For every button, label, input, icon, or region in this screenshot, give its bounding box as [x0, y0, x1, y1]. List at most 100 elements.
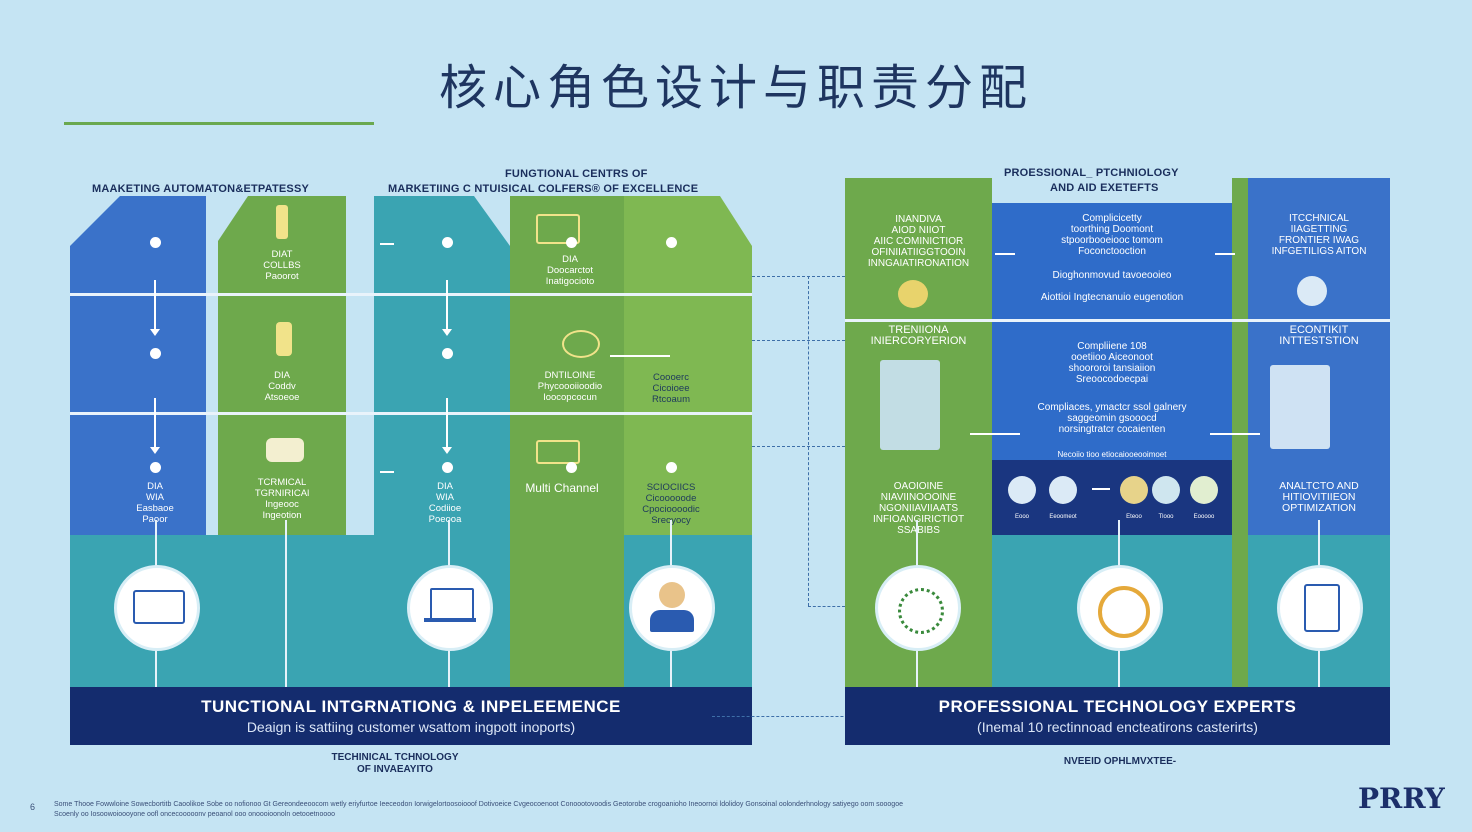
left-arrow-icon	[1215, 253, 1235, 255]
right-banner	[845, 687, 1390, 745]
down-arrow-icon	[150, 280, 160, 336]
handshake-icon	[266, 438, 304, 462]
right-c2-top-label-3: Aiottioi Ingtecnanuio eugenotion	[1040, 292, 1184, 303]
document-icon	[536, 214, 580, 244]
left-col-3	[374, 196, 510, 535]
page-number: 6	[30, 802, 36, 812]
node-dot	[150, 348, 161, 359]
right-c2-top-label: Complicicetty toorthing Doomont stpoorbo…	[1061, 213, 1163, 257]
left-col1-label-3: DIA WIA Easbaoe Paoor	[136, 481, 174, 525]
dashed-connector	[712, 716, 878, 717]
icon-caption: Eooooo	[1193, 514, 1215, 520]
right-arrow-icon	[1092, 488, 1110, 490]
left-row-line-2	[70, 412, 752, 415]
left-col-1	[70, 196, 206, 535]
right-arrow-icon	[380, 243, 394, 245]
right-c2-top-label-2: Dioghonmovud tavoeooieo	[1052, 270, 1172, 281]
left-row-line-1	[70, 293, 752, 296]
right-arrow-icon	[970, 433, 1020, 435]
left-col4-label-1: DIA Doocarctot Inatigocioto	[545, 254, 595, 287]
gauge-icon	[1049, 476, 1077, 504]
target-icon	[1190, 476, 1218, 504]
down-arrow-icon	[442, 280, 452, 336]
left-col-5	[624, 196, 752, 535]
left-col5-label-2: Coooerc Cicoioee Rtcoaum	[651, 372, 690, 405]
target-icon	[1077, 565, 1163, 651]
right-arrow-icon	[995, 253, 1015, 255]
dashed-connector	[808, 606, 845, 607]
person-icon	[276, 322, 292, 356]
icon-caption: Eeoomeot	[1049, 514, 1077, 520]
right-c3-top-label: ITCCHNICAL IIAGETTING FRONTIER IWAG INFG…	[1271, 213, 1367, 257]
right-c2-mid-label-3: Necoiio tioo etiocaiooeooimoet	[1057, 450, 1167, 459]
right-col-3	[1248, 178, 1390, 535]
right-col-divider	[1232, 178, 1248, 687]
globe-icon	[1297, 276, 1327, 306]
down-arrow-icon	[442, 398, 452, 454]
server-icon	[880, 360, 940, 450]
left-col-2	[218, 196, 346, 535]
chart-icon	[1008, 476, 1036, 504]
left-col2-label-1: DIAT COLLBS Paoorot	[263, 249, 301, 282]
node-dot	[442, 348, 453, 359]
node-dot	[566, 237, 577, 248]
right-arrow-icon	[380, 471, 394, 473]
right-header-2: AND AID EXETEFTS	[1050, 182, 1159, 194]
footer-note-2: Scoenly oo Iosoowoioooyone oofl oncecooo…	[54, 811, 336, 818]
left-col4-label-3: Multi Channel	[525, 481, 599, 495]
right-c1-top-label: INANDIVA AIOD NIIOT AIIC COMINICTIOR OFI…	[867, 214, 970, 269]
dashboard-icon	[114, 565, 200, 651]
badge-icon	[898, 280, 928, 308]
title-underline	[64, 122, 374, 125]
right-c1-mid-label: TRENIIONA INIERCORYERION	[870, 324, 967, 347]
left-col4-label-2: DNTILOINE Phycoooiioodio Ioocopcocun	[537, 370, 603, 403]
icon-caption: Tlooo	[1158, 514, 1174, 520]
brand-logo: PRRY	[1358, 782, 1445, 815]
node-dot	[442, 462, 453, 473]
gears-icon	[562, 330, 600, 358]
icon-caption: Eteoo	[1126, 514, 1142, 520]
node-dot	[442, 237, 453, 248]
left-col2-label-3: TCRMICAL TGRNIRICAl Ingeooc Ingeotion	[254, 477, 310, 521]
right-c2-mid-label-2: Compliaces, ymactcr ssol galnery saggeom…	[1037, 402, 1187, 435]
left-header-marketing: MAAKETING AUTOMATON&ETPATESSY	[92, 183, 310, 195]
dashed-connector	[752, 340, 845, 341]
down-arrow-icon	[150, 398, 160, 454]
document-icon	[1277, 565, 1363, 651]
right-c1-bottom-label: OAOIOINE NIAVIINOOOINE NGONIIAVIIAATS IN…	[872, 481, 965, 536]
icon-caption: Eooo	[1014, 514, 1029, 520]
right-c3-mid-label: ECONTIKIT INTTESTSTION	[1279, 324, 1359, 347]
node-dot	[666, 462, 677, 473]
node-dot	[566, 462, 577, 473]
expert-person-icon	[629, 565, 715, 651]
right-c2-mid-label-1: Compliiene 108 ooetiioo Aiceonoot shooro…	[1068, 341, 1156, 385]
right-banner-title: PROFESSIONAL TECHNOLOGY EXPERTS	[938, 697, 1297, 716]
left-header-functional-2: MARKETIING C NTUISICAL COLFERS® OF EXCEL…	[388, 183, 699, 195]
globe-icon	[1152, 476, 1180, 504]
dashed-connector	[752, 276, 845, 277]
server-icon	[1270, 365, 1330, 449]
left-col3-label-3: DIA WIA Codiioe Poeooa	[428, 481, 462, 525]
left-header-functional-1: FUNGTIONAL CENTRS OF	[505, 168, 648, 180]
node-dot	[150, 237, 161, 248]
node-dot	[666, 237, 677, 248]
right-header-1: PROESSIONAL_ PTCHNIOLOGY	[1004, 167, 1179, 179]
dashed-connector	[752, 446, 845, 447]
right-arrow-icon	[610, 355, 670, 357]
left-banner	[70, 687, 752, 745]
left-col2-label-2: DIA Coddv Atsoeoe	[264, 370, 300, 403]
right-bottom-label: NVEEID OPHLMVXTEE-	[1063, 756, 1177, 767]
left-banner-title: TUNCTIONAL INTGRNATIONG & INPELEEMENCE	[201, 697, 621, 716]
right-c3-bottom-label: ANALTCTO AND HITIOVITIIEON OPTIMIZATION	[1279, 480, 1359, 514]
network-icon	[875, 565, 961, 651]
slide-title: 核心角色设计与职责分配	[438, 60, 1033, 116]
left-bottom-label: TECHINICAL TCHNOLOGY OF INVAEAYITO	[331, 752, 459, 775]
laptop-icon	[407, 565, 493, 651]
connector-line	[285, 520, 287, 687]
person-icon	[276, 205, 288, 239]
right-banner-subtitle: (Inemal 10 rectinnoad encteatirons caste…	[977, 719, 1258, 735]
node-dot	[150, 462, 161, 473]
left-arrow-icon	[1210, 433, 1260, 435]
dashed-connector	[808, 276, 809, 606]
document-icon	[536, 440, 580, 464]
